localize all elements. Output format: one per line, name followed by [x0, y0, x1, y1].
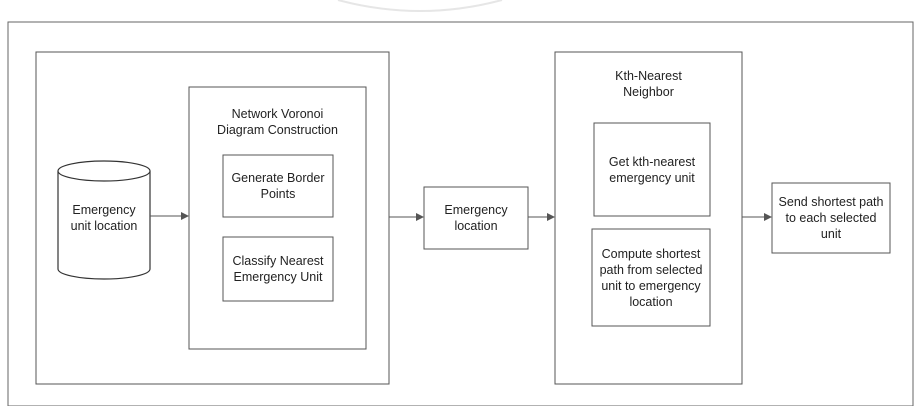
cylinder-label: Emergency unit location [70, 203, 138, 233]
voronoi-box [188, 86, 367, 350]
border-points-label: Generate Border Points [231, 171, 325, 201]
border-points-box [222, 154, 334, 218]
knn-title: Kth-Nearest Neighbor [615, 69, 682, 99]
output-box [771, 182, 891, 254]
left-container [35, 51, 390, 385]
emergency-location-box [423, 186, 529, 250]
get-kth-box [593, 122, 711, 217]
compute-path-box [591, 228, 711, 327]
knn-container [554, 51, 743, 385]
emergency-location-label: Emergency location [444, 203, 508, 233]
voronoi-title: Network Voronoi Diagram Construction [217, 107, 338, 137]
get-kth-label: Get kth-nearest emergency unit [608, 154, 696, 185]
outer-frame [7, 21, 914, 406]
classify-box [222, 236, 334, 302]
top-arc [337, 0, 503, 12]
output-label: Send shortest path to each selected unit [778, 195, 884, 241]
database-cylinder-icon [57, 160, 151, 280]
compute-path-label: Compute shortest path from selected unit… [599, 246, 703, 309]
classify-label: Classify Nearest Emergency Unit [232, 254, 324, 284]
